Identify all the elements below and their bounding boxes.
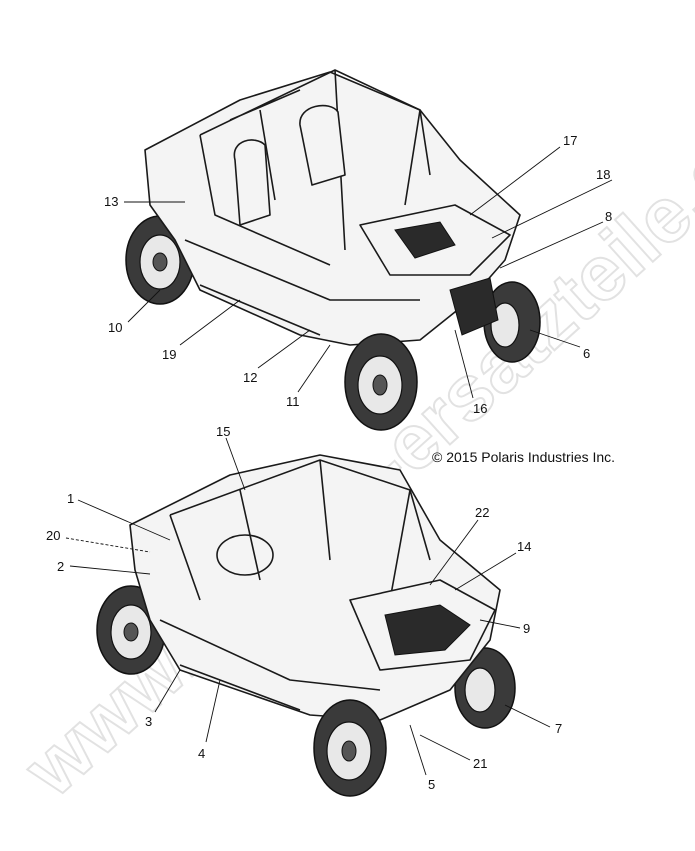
callout-14: 14 xyxy=(517,539,531,554)
callout-8: 8 xyxy=(605,209,612,224)
callout-6: 6 xyxy=(583,346,590,361)
callout-15: 15 xyxy=(216,424,230,439)
callout-19: 19 xyxy=(162,347,176,362)
callout-2: 2 xyxy=(57,559,64,574)
roll-cage-bottom xyxy=(169,459,431,601)
callouts-bottom: 15 1 20 2 22 14 9 3 4 5 21 7 xyxy=(46,424,562,792)
front-grille-top xyxy=(449,277,499,336)
callout-22: 22 xyxy=(475,505,489,520)
steering-wheel xyxy=(216,534,274,576)
vehicle-bottom-view xyxy=(96,454,516,797)
callout-17: 17 xyxy=(563,133,577,148)
hood-vent-top xyxy=(394,221,456,259)
callout-3: 3 xyxy=(145,714,152,729)
vehicle-top-view xyxy=(125,69,541,431)
seat-left-top xyxy=(233,139,271,226)
seat-right-top xyxy=(299,104,346,186)
cargo-floor-bottom xyxy=(384,604,471,656)
callout-20: 20 xyxy=(46,528,60,543)
leader-lines xyxy=(65,146,613,776)
callouts-top: 17 18 8 13 10 19 12 11 16 6 xyxy=(104,133,612,416)
callout-1: 1 xyxy=(67,491,74,506)
wheel-front-right-bottom xyxy=(454,647,516,729)
callout-7: 7 xyxy=(555,721,562,736)
copyright-notice: © 2015 Polaris Industries Inc. xyxy=(432,449,615,465)
callout-18: 18 xyxy=(596,167,610,182)
wheel-front-left-bottom xyxy=(313,699,387,797)
callout-11: 11 xyxy=(286,394,300,409)
side-panel-bottom xyxy=(159,619,381,711)
wheel-front-left xyxy=(344,333,418,431)
callout-12: 12 xyxy=(243,370,257,385)
callout-9: 9 xyxy=(523,621,530,636)
callout-16: 16 xyxy=(473,401,487,416)
callout-4: 4 xyxy=(198,746,205,761)
callout-10: 10 xyxy=(108,320,122,335)
callout-5: 5 xyxy=(428,777,435,792)
callout-13: 13 xyxy=(104,194,118,209)
callout-21: 21 xyxy=(473,756,487,771)
side-panel-top xyxy=(184,239,420,336)
